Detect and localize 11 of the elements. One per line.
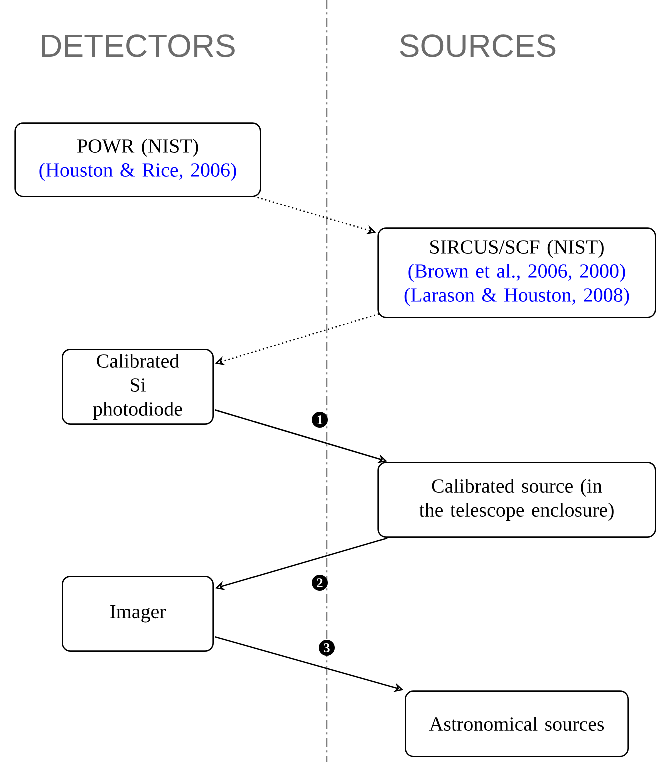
column-heading: DETECTORS bbox=[42, 34, 235, 58]
process-box: Calibrated source (in the telescope enclosure) bbox=[378, 462, 656, 538]
step-number: 3 bbox=[319, 640, 335, 656]
process-box: Calibrated Si photodiode bbox=[62, 349, 214, 425]
process-box: POWR (NIST) (Houston & Rice, 2006) bbox=[14, 122, 262, 198]
process-box: Astronomical sources bbox=[405, 690, 630, 758]
step-number: 2 bbox=[312, 575, 328, 591]
step-number: 1 bbox=[312, 412, 328, 428]
process-box: SIRCUS/SCF (NIST) (Brown et al., 2006, 2000) (Larason & Houston, 2008) bbox=[378, 228, 656, 318]
column-heading: SOURCES bbox=[400, 34, 556, 58]
process-box: Imager bbox=[62, 576, 214, 652]
